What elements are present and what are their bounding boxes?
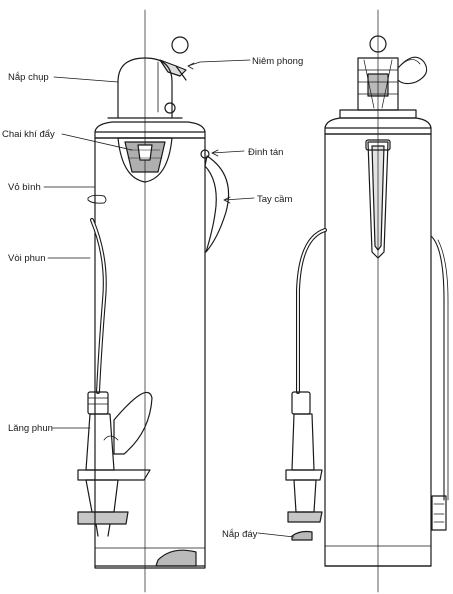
label-chai-khi-day: Chai khí đẩy [2,129,55,140]
hose-back-outer [296,228,327,394]
shoulder-band-left [94,131,206,139]
side-view [285,9,449,593]
valve-knob [369,35,387,53]
carry-handle [204,155,230,253]
rivet [200,149,210,159]
label-dinh-tan: Đinh tán [248,147,284,158]
leader-lines [43,59,295,538]
nozzle-body [85,413,115,471]
body-shell-left [94,137,206,569]
label-voi-phun: Vòi phun [8,253,46,264]
label-nap-day: Nắp đáy [222,529,258,540]
seal-ring [171,36,189,54]
seal-loop [397,56,428,85]
label-lang-phun: Lăng phun [8,423,53,434]
hose-coupling [87,391,109,415]
label-nap-chup: Nắp chụp [8,72,49,83]
label-vo-binh: Vỏ bình [8,182,41,193]
label-tay-cam: Tay cầm [257,194,293,205]
nozzle-lever [113,392,153,455]
bottom-cap-right [291,530,313,541]
gas-cartridge [117,137,173,183]
bottom-foot-left [155,549,197,567]
handle-front [367,141,389,259]
label-niem-phong: Niêm phong [252,56,304,67]
front-view [77,9,230,593]
